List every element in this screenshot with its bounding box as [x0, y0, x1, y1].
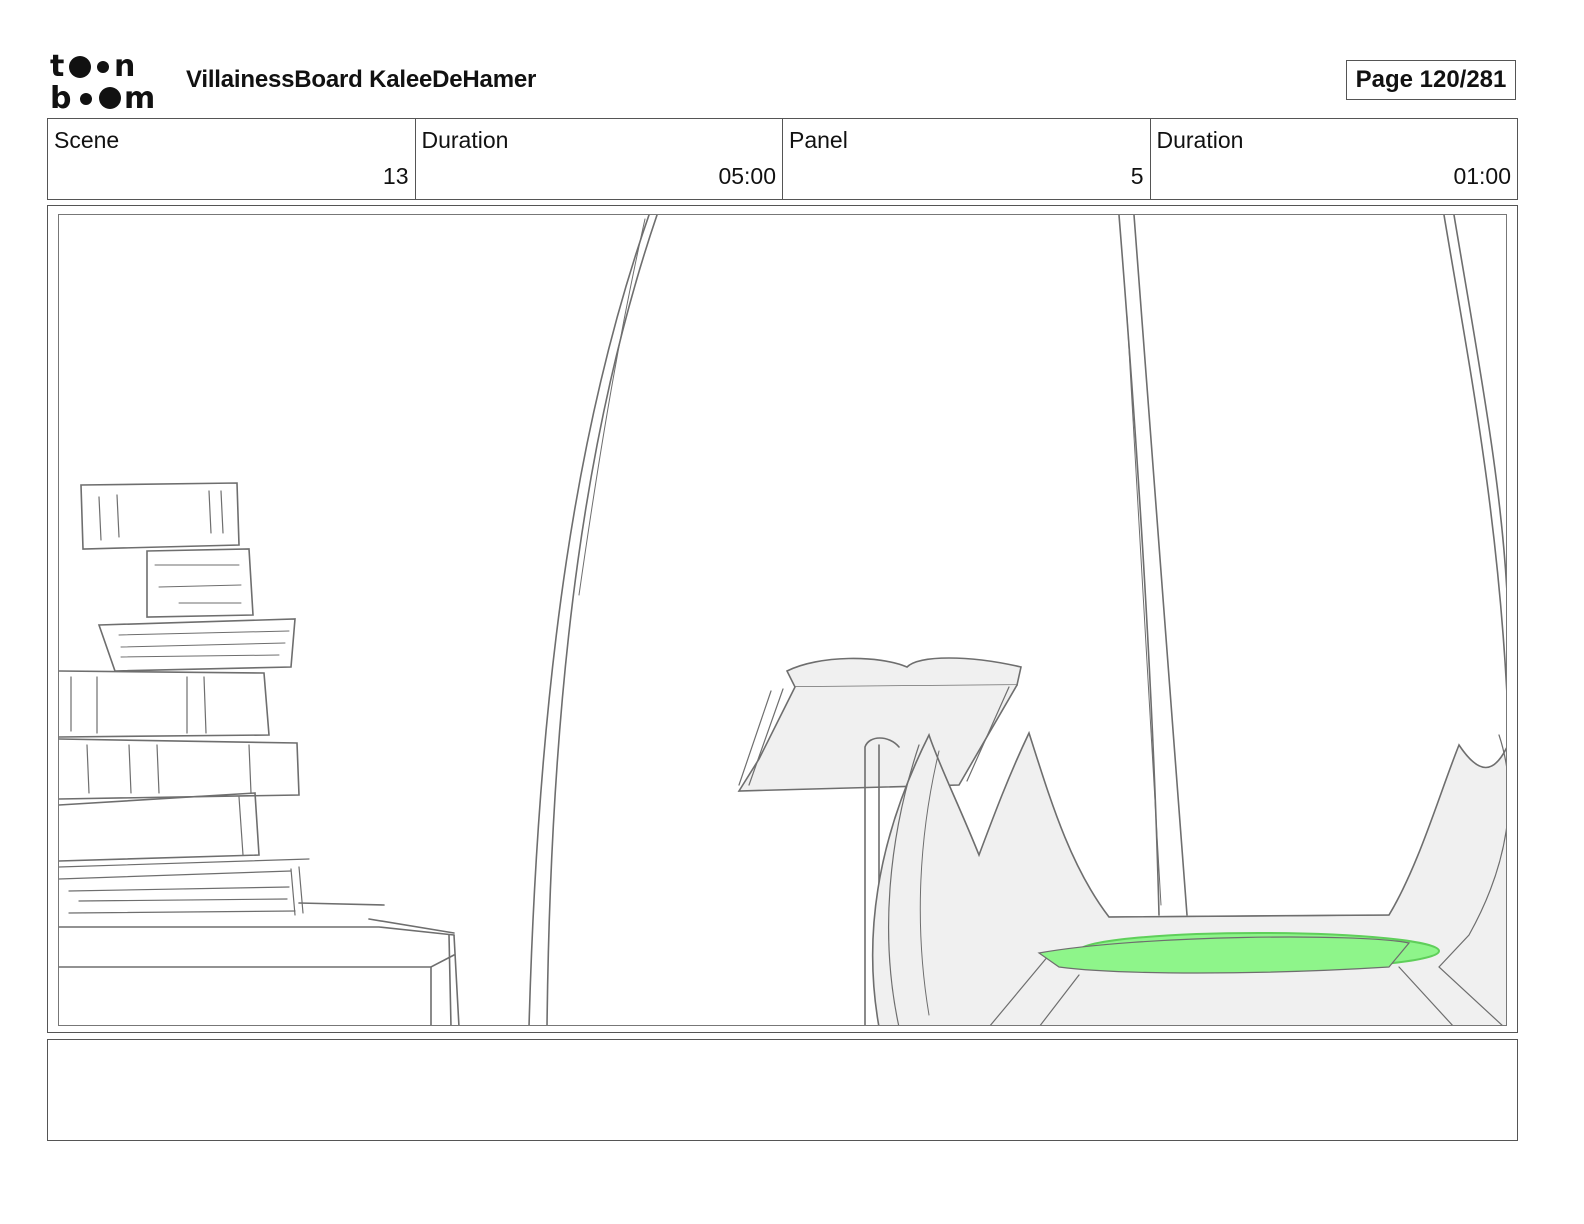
scene-duration-label: Duration — [421, 127, 509, 153]
scene-cell: Scene 13 — [48, 119, 416, 199]
panel-safe-area — [58, 214, 1507, 1026]
scene-duration-cell: Duration 05:00 — [416, 119, 783, 199]
panel-cell: Panel 5 — [783, 119, 1151, 199]
storyboard-sketch — [59, 215, 1506, 1025]
svg-text:b: b — [50, 81, 71, 112]
svg-text:t: t — [50, 50, 64, 84]
scene-duration-value: 05:00 — [718, 163, 776, 189]
svg-text:n: n — [114, 50, 135, 84]
panel-value: 5 — [1130, 163, 1144, 189]
scene-info-table: Scene 13 Duration 05:00 Panel 5 Duration… — [47, 118, 1518, 200]
notes-box — [47, 1039, 1518, 1141]
scene-label: Scene — [54, 127, 120, 153]
project-title: VillainessBoard KaleeDeHamer — [186, 66, 537, 93]
toon-boom-logo: t n b m — [50, 49, 164, 116]
panel-duration-value: 01:00 — [1453, 163, 1511, 189]
scene-value: 13 — [382, 163, 409, 189]
panel-label: Panel — [789, 127, 848, 153]
panel-duration-label: Duration — [1156, 127, 1244, 153]
panel-duration-cell: Duration 01:00 — [1151, 119, 1518, 199]
page-indicator: Page 120/281 — [1346, 60, 1516, 100]
storyboard-panel — [47, 205, 1518, 1033]
svg-text:m: m — [124, 81, 155, 112]
